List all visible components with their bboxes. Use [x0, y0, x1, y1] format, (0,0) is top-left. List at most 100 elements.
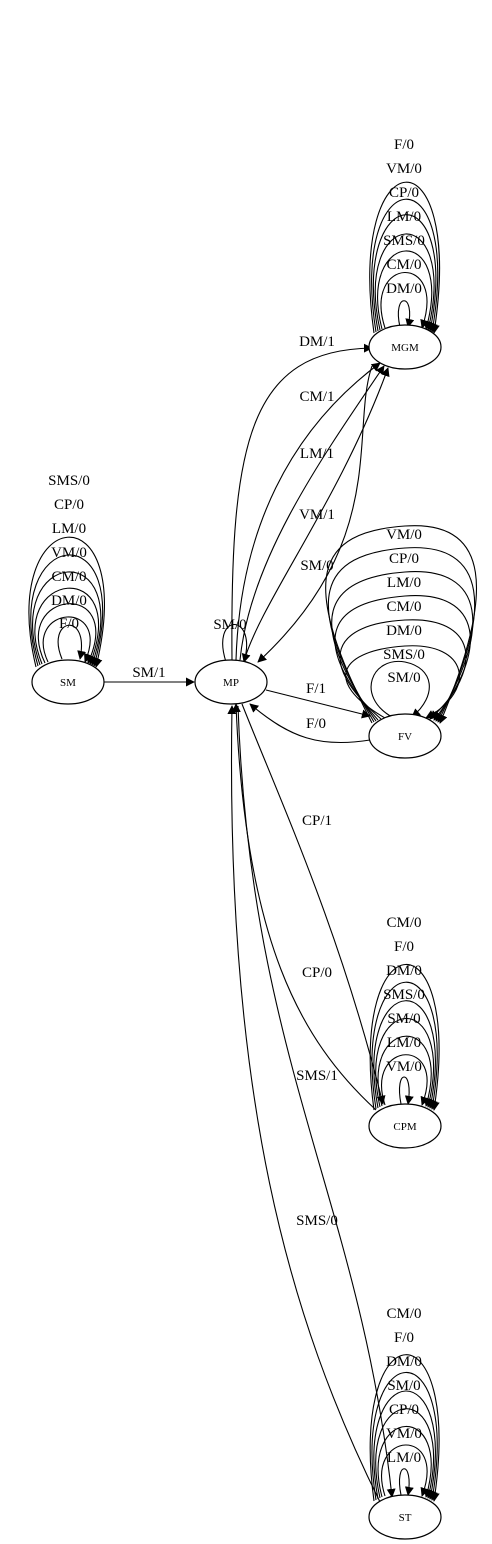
label-loop-mp: SM/0 — [213, 617, 246, 633]
loop-cpm-vm — [399, 1076, 414, 1105]
loop-sm-sms — [28, 536, 105, 668]
label-loop-mgm-1: CM/0 — [386, 257, 421, 273]
self-loops-st — [369, 1354, 440, 1502]
self-loops-sm — [28, 536, 105, 668]
label-loop-mgm-6: F/0 — [394, 137, 414, 153]
edge-mp-mgm-lm — [239, 365, 385, 661]
label-edge-fv-mp: F/0 — [306, 716, 326, 732]
label-edge-mp-mgm-dm: DM/1 — [299, 334, 335, 350]
label-edge-mp-mgm-cm: CM/1 — [299, 389, 334, 405]
label-loop-fv-4: LM/0 — [387, 575, 421, 591]
label-loop-st-6: CM/0 — [386, 1306, 421, 1322]
label-edge-mp-cpm: CP/1 — [302, 813, 332, 829]
loop-fv-cm — [334, 595, 471, 721]
node-label-st: ST — [399, 1512, 412, 1524]
node-cpm: CPM — [368, 1103, 442, 1149]
label-loop-sm-6: SMS/0 — [48, 473, 90, 489]
edge-mp-fv-f1 — [265, 689, 371, 719]
label-loop-st-3: SM/0 — [387, 1378, 420, 1394]
label-edge-sm-mp: SM/1 — [132, 665, 165, 681]
label-edge-mp-mgm-lm: LM/1 — [300, 446, 334, 462]
loop-cpm-cm — [369, 964, 440, 1111]
label-loop-fv-3: CM/0 — [386, 599, 421, 615]
label-loop-fv-6: VM/0 — [386, 527, 422, 543]
label-loop-sm-2: CM/0 — [51, 569, 86, 585]
label-loop-sm-3: VM/0 — [51, 545, 87, 561]
loop-st-dm — [373, 1390, 437, 1500]
node-fv: FV — [368, 713, 442, 759]
loop-sm-lm — [32, 571, 102, 666]
label-loop-mgm-2: SMS/0 — [383, 233, 425, 249]
node-label-fv: FV — [398, 731, 412, 743]
node-label-mgm: MGM — [391, 342, 419, 354]
label-loop-cpm-4: DM/0 — [386, 963, 422, 979]
loop-cpm-f — [371, 981, 438, 1110]
loop-mgm-dm — [397, 300, 415, 328]
node-mgm: MGM — [368, 324, 442, 370]
loop-fv-sm — [370, 660, 430, 718]
label-loop-mgm-3: LM/0 — [387, 209, 421, 225]
loop-sm-cp — [30, 554, 104, 667]
loop-st-f — [371, 1371, 438, 1501]
loop-cpm-dm — [373, 1000, 437, 1109]
node-sm: SM — [31, 659, 105, 705]
self-loops-cpm — [369, 964, 440, 1111]
node-st: ST — [368, 1494, 442, 1540]
loop-mgm-sms — [377, 250, 433, 330]
label-edge-mp-mgm-vm: VM/1 — [299, 507, 335, 523]
loop-mp-sm — [222, 624, 251, 663]
label-loop-fv-0: SM/0 — [387, 670, 420, 686]
label-loop-cpm-6: CM/0 — [386, 915, 421, 931]
label-edge-mp-st: SMS/1 — [296, 1068, 338, 1084]
self-loops-mgm — [369, 181, 440, 334]
edge-mgm-mp-sm — [257, 365, 373, 663]
label-loop-cpm-1: LM/0 — [387, 1035, 421, 1051]
label-loop-sm-4: LM/0 — [52, 521, 86, 537]
label-loop-cpm-3: SMS/0 — [383, 987, 425, 1003]
label-edge-st-mp: SMS/0 — [296, 1213, 338, 1229]
loop-mgm-cp — [373, 214, 437, 332]
loop-mgm-f — [369, 181, 440, 334]
label-loop-st-1: VM/0 — [386, 1426, 422, 1442]
edge-mp-mgm-dm — [231, 343, 373, 661]
label-edge-mp-fv: F/1 — [306, 681, 326, 697]
edge-st-mp-sms0 — [227, 705, 381, 1503]
label-edge-cpm-mp: CP/0 — [302, 965, 332, 981]
label-loop-st-5: F/0 — [394, 1330, 414, 1346]
self-loops-fv — [325, 525, 477, 724]
label-loop-mgm-4: CP/0 — [389, 185, 419, 201]
loop-cpm-sm — [377, 1035, 433, 1107]
edge-mp-cpm-cp1 — [241, 703, 386, 1105]
loop-mgm-vm — [371, 198, 439, 333]
loop-st-cm — [369, 1354, 440, 1502]
loop-fv-vm — [325, 525, 477, 724]
loop-mgm-lm — [374, 233, 435, 331]
label-loop-cpm-5: F/0 — [394, 939, 414, 955]
edge-mp-mgm-vm — [243, 367, 390, 662]
loop-st-lm — [399, 1468, 414, 1496]
edge-mp-st-sms1 — [237, 705, 396, 1498]
loop-st-vm — [381, 1444, 430, 1497]
loop-mgm-cm — [380, 271, 429, 329]
node-label-mp: MP — [223, 677, 239, 689]
label-edge-mgm-mp-sm: SM/0 — [300, 558, 333, 574]
label-loop-fv-1: SMS/0 — [383, 647, 425, 663]
loop-sm-dm — [42, 616, 93, 663]
label-loop-cpm-2: SM/0 — [387, 1011, 420, 1027]
label-loop-sm-5: CP/0 — [54, 497, 84, 513]
label-loop-sm-1: DM/0 — [51, 593, 87, 609]
label-loop-st-0: LM/0 — [387, 1450, 421, 1466]
label-loop-st-2: CP/0 — [389, 1402, 419, 1418]
node-mp: MP — [194, 659, 268, 705]
loop-sm-vm — [34, 587, 100, 665]
loop-st-cp — [377, 1425, 433, 1498]
label-loop-st-4: DM/0 — [386, 1354, 422, 1370]
loop-sm-cm — [37, 603, 97, 664]
label-loop-cpm-0: VM/0 — [386, 1059, 422, 1075]
loop-sm-f — [57, 624, 87, 660]
node-label-sm: SM — [60, 677, 76, 689]
node-label-cpm: CPM — [393, 1121, 416, 1133]
label-loop-mgm-0: DM/0 — [386, 281, 422, 297]
loop-cpm-lm — [381, 1054, 430, 1106]
label-loop-mgm-5: VM/0 — [386, 161, 422, 177]
